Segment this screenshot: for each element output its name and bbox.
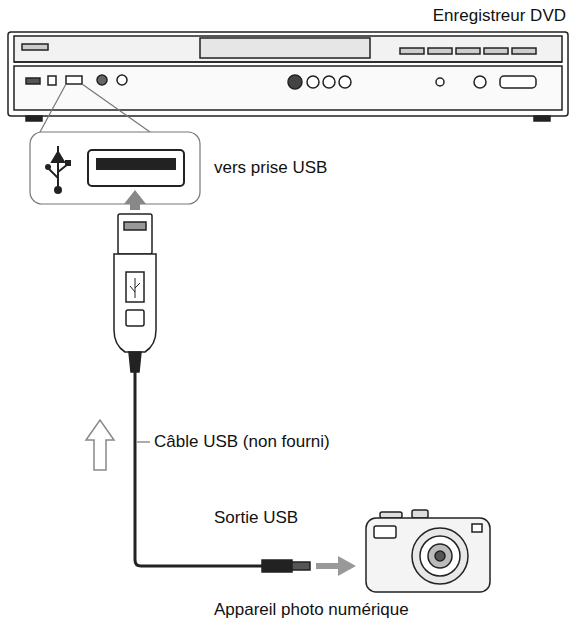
- usb-port-closeup: [45, 146, 184, 210]
- leader-line: [137, 441, 150, 442]
- dvd-recorder: [8, 32, 568, 121]
- insert-arrowhead: [338, 556, 356, 576]
- zoom-callout: [30, 84, 200, 204]
- insert-arrow: [316, 563, 340, 569]
- device-name: Enregistreur DVD: [433, 6, 566, 26]
- port-label: Sortie USB: [214, 508, 298, 528]
- digital-camera: [366, 510, 490, 592]
- device-name: Appareil photo numérique: [214, 600, 409, 620]
- port-label: vers prise USB: [214, 158, 327, 178]
- usb-trident-small: [130, 278, 140, 298]
- direction-arrow: [86, 420, 114, 470]
- usb-cable: [114, 214, 310, 572]
- cable-label: Câble USB (non fourni): [154, 432, 330, 452]
